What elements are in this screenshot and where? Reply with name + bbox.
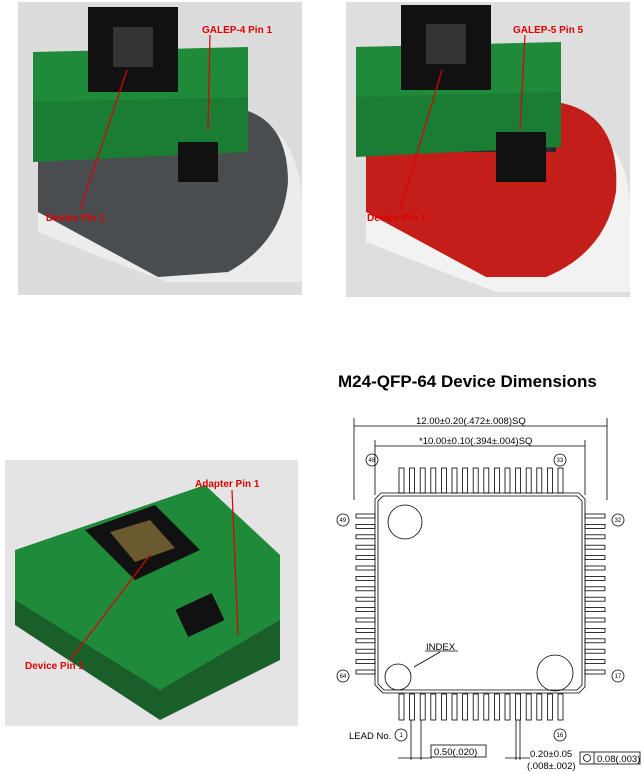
lead [409,467,416,494]
lead [355,607,376,612]
pin-33: 33 [557,458,564,464]
lead [584,638,606,644]
lead [355,513,376,519]
lead [409,693,416,721]
lead [584,607,606,612]
pin-17: 17 [615,674,622,680]
lead [451,467,458,494]
photo-galep5-adapter [346,2,630,297]
drawing-title: M24-QFP-64 Device Dimensions [338,372,597,391]
lead [430,467,437,494]
lead [483,693,490,721]
lead [462,467,469,494]
lead [355,555,376,560]
lead [493,467,500,494]
lead [504,693,511,721]
lead [584,576,606,581]
lead [355,586,376,592]
lead [584,565,606,571]
lead [536,693,543,721]
lead [584,555,606,560]
lead [515,693,521,721]
pin-16: 16 [557,733,564,739]
lead [547,693,553,721]
pin-49: 49 [340,518,347,524]
lead [493,693,500,721]
adapter-image [5,460,298,726]
lead-width-dim-inch: (.008±.002) [527,761,576,772]
lead [440,693,447,721]
galep5-image [346,2,630,297]
qfp64-drawing [336,418,641,765]
lead [525,693,532,721]
lead [451,693,458,721]
lead-width-dim: 0.20±0.05 [530,749,572,760]
lead [557,693,564,721]
lead [584,648,606,654]
lead [584,659,606,664]
lead [355,669,376,675]
lead [419,693,426,721]
lead [430,693,437,721]
lead-no-label: LEAD No. [349,731,391,742]
pin-32: 32 [615,518,622,524]
lead [584,586,606,592]
lead [355,524,376,529]
lead [584,513,606,519]
pin-64: 64 [340,674,347,680]
lead [355,617,376,623]
photo-galep4-adapter [18,2,302,295]
lead [584,524,606,529]
lead [584,628,606,633]
lead [504,467,511,494]
lead [355,628,376,633]
lead [398,467,405,494]
lead [355,544,376,550]
lead [557,467,564,494]
lead [584,669,606,675]
lead [525,467,532,494]
index-label: INDEX [426,642,456,653]
lead [355,638,376,644]
lead [547,467,553,494]
lead [536,467,543,494]
lead [398,693,405,721]
lead [355,534,376,540]
lead [355,659,376,664]
lead [515,467,521,494]
pin-1: 1 [400,733,404,739]
lead [355,648,376,654]
lead [355,596,376,602]
pin-48: 48 [369,458,376,464]
lead [440,467,447,494]
lead [584,596,606,602]
lead [419,467,426,494]
lead [584,544,606,550]
photo-adapter-standalone [5,460,298,726]
lead [584,617,606,623]
position-tolerance: 0.08(.003) [597,754,640,765]
dim-inner: *10.00±0.10(.394±.004)SQ [419,436,532,447]
lead [355,576,376,581]
pitch-dim: 0.50(.020) [434,747,477,758]
lead [462,693,469,721]
lead [472,693,479,721]
lead [483,467,490,494]
lead [472,467,479,494]
lead [355,565,376,571]
galep4-image [18,2,302,295]
lead [584,534,606,540]
dim-outer: 12.00±0.20(.472±.008)SQ [416,416,526,427]
